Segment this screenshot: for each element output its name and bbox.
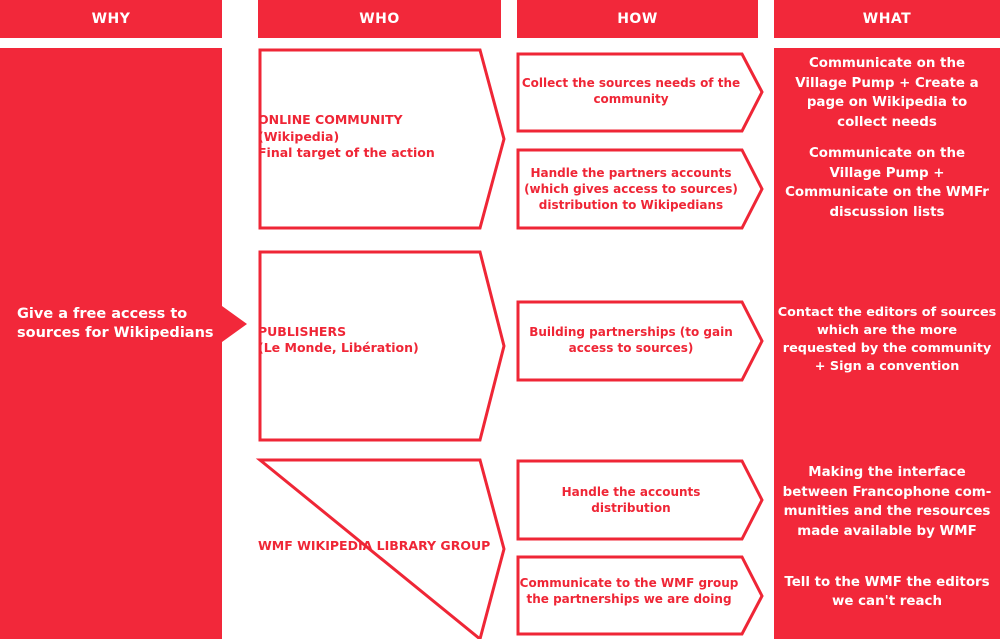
what-line: Tell to the WMF the editors [784,574,990,590]
how-handle-partner-accounts: Handle the partners accounts (which give… [518,162,744,216]
what-line: Communicate on the [808,146,966,161]
what-line: requested by the community [782,341,992,356]
who-line: PUBLISHERS [258,323,347,339]
who-line: WMF WIKIPEDIA LIBRARY GROUP [258,537,491,553]
how-building-partnerships: Building partnerships (to gain access to… [518,321,744,359]
why-text: Give a free access to sources for Wikipe… [17,302,217,346]
who-chevron-wmf-library [255,458,506,639]
who-line: Final target of the action [258,145,435,161]
how-line: Communicate to the WMF group [519,576,739,590]
header-what: WHAT [774,0,1000,38]
who-online-community: ONLINE COMMUNITY (Wikipedia) Final targe… [258,110,478,164]
how-chevron-2 [516,148,764,230]
how-line: access to sources) [568,341,694,355]
how-line: distribution to Wikipedians [538,198,724,212]
who-chevron-publishers [258,250,506,442]
what-line: Contact the editors of sources [777,305,997,320]
what-line: between Francophone com- [782,484,992,500]
who-chevron-online-community [258,48,506,230]
what-tell-wmf: Tell to the WMF the editors we can't rea… [774,571,1000,613]
how-line: Collect the sources needs of the [521,76,741,90]
what-making-interface: Making the interface between Francophone… [774,461,1000,543]
how-chevron-1 [516,52,764,133]
who-line: (Le Monde, Libération) [258,340,419,355]
what-line: Village Pump + Create a [795,75,979,91]
how-communicate-wmf: Communicate to the WMF group the partner… [514,572,744,610]
who-wmf-library-group: WMF WIKIPEDIA LIBRARY GROUP [258,536,498,556]
how-collect-needs: Collect the sources needs of the communi… [518,72,744,110]
how-line: distribution [591,501,671,515]
what-line: made available by WMF [797,523,977,539]
what-line: collect needs [837,114,937,130]
why-line: sources for Wikipedians [17,325,214,341]
what-village-pump-create-page: Communicate on the Village Pump + Create… [774,52,1000,134]
how-line: Handle the partners accounts [530,166,732,180]
what-village-pump-discussion-lists: Communicate on the Village Pump + Commun… [774,142,1000,224]
what-line: + Sign a convention [814,359,960,374]
what-line: Village Pump + [829,165,945,181]
what-line: munities and the resources [783,504,991,519]
how-line: Handle the accounts [561,485,701,499]
what-line: Communicate on the WMFr [785,185,989,200]
who-publishers: PUBLISHERS (Le Monde, Libération) [258,322,478,358]
how-chevron-3 [516,300,764,382]
how-line: the partnerships we are doing [526,592,732,606]
who-line: (Wikipedia) [258,128,340,144]
how-chevron-5 [516,555,764,636]
how-line: (which gives access to sources) [524,182,738,196]
header-who: WHO [258,0,501,38]
what-line: page on Wikipedia to [806,95,968,110]
header-why: WHY [0,0,222,38]
how-handle-accounts-distribution: Handle the accounts distribution [518,481,744,519]
what-contact-editors: Contact the editors of sources which are… [774,303,1000,377]
how-chevron-4 [516,459,764,541]
what-line: discussion lists [829,204,945,220]
what-line: we can't reach [832,594,942,609]
how-line: community [593,92,669,106]
what-line: Making the interface [808,465,966,480]
what-line: which are the more [816,323,958,338]
header-how: HOW [517,0,758,38]
why-block [0,48,247,639]
how-line: Building partnerships (to gain [529,325,733,339]
what-line: Communicate on the [808,56,966,71]
who-line: ONLINE COMMUNITY [258,112,403,128]
why-line: Give a free access to [17,306,188,322]
what-block [774,48,1000,639]
